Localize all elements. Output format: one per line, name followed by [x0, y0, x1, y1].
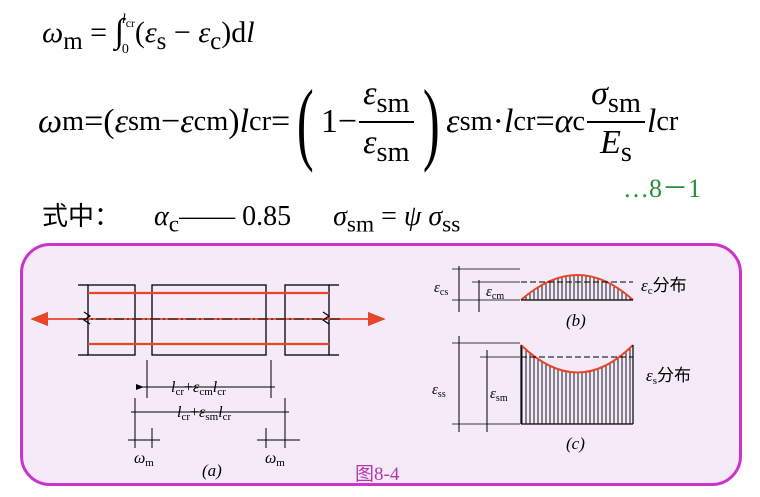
label-eps-ss: εss [432, 382, 446, 400]
dimension-lines [128, 360, 300, 448]
omega-m-left: ωm [134, 450, 154, 469]
equation-number: …8－1 [623, 174, 702, 203]
label-b: (b) [566, 311, 586, 330]
omega-m-right: ωm [265, 450, 285, 469]
figure-caption: 图8-4 [355, 464, 400, 485]
break-mark-right [321, 311, 331, 325]
dim-lcr-eps-sm: lcr+εsmlcr [177, 404, 232, 423]
dim-lcr-eps-cm: lcr+εcmlcr [171, 379, 226, 398]
label-eps-cm-b: εcm [486, 284, 504, 302]
label-ec-distribution: εc分布 [641, 276, 687, 297]
label-a: (a) [202, 461, 222, 480]
concrete-strain-diagram [452, 266, 634, 312]
label-es-distribution: εs分布 [646, 366, 691, 387]
break-mark-left [82, 311, 92, 325]
label-c: (c) [566, 434, 585, 453]
label-eps-cs: εcs [434, 280, 448, 298]
fraction-stress-modulus: σsm Es [587, 76, 645, 167]
label-eps-sm-c: εsm [490, 386, 508, 404]
rebar-lines [88, 291, 329, 346]
steel-strain-diagram [452, 336, 634, 432]
fraction-strain-ratio: εsm εsm [359, 76, 414, 167]
